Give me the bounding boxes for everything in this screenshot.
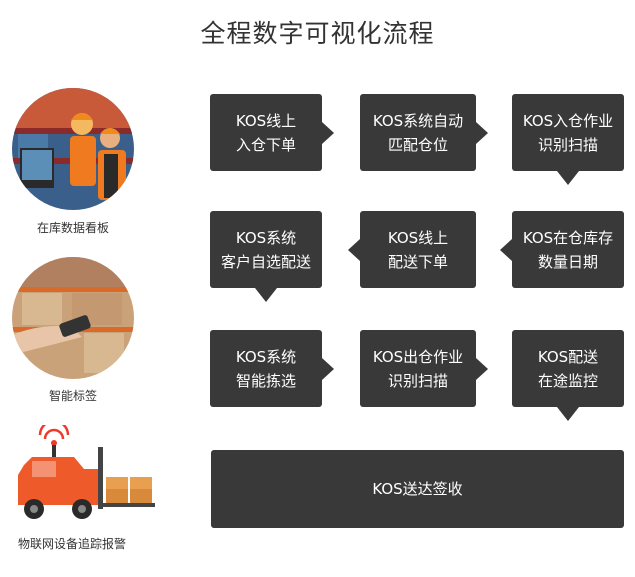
step-outbound-scan: KOS出仓作业 识别扫描	[360, 330, 488, 407]
step-auto-assign-location: KOS系统自动 匹配仓位	[360, 94, 488, 171]
step-delivery-signoff: KOS送达签收	[211, 450, 624, 528]
step-online-delivery-order: KOS线上 配送下单	[348, 211, 476, 288]
step-inbound-scan: KOS入仓作业 识别扫描	[512, 94, 624, 185]
warehouse-workers-photo	[12, 88, 134, 210]
step-smart-picking: KOS系统 智能拣选	[210, 330, 334, 407]
forklift-signal-icon	[12, 419, 162, 525]
side-label-dashboard: 在库数据看板	[36, 221, 109, 235]
handheld-scanner-photo	[12, 257, 134, 379]
step-in-transit-monitoring: KOS配送 在途监控	[512, 330, 624, 421]
page-title: 全程数字可视化流程	[200, 19, 435, 48]
step-stock-quantity-date: KOS在仓库存 数量日期	[500, 211, 624, 288]
step-customer-select-delivery: KOS系统 客户自选配送	[210, 211, 322, 302]
side-label-smart-tag: 智能标签	[48, 389, 97, 403]
side-label-iot-tracking: 物联网设备追踪报警	[17, 537, 126, 551]
step-online-inbound-order: KOS线上 入仓下单	[210, 94, 334, 171]
